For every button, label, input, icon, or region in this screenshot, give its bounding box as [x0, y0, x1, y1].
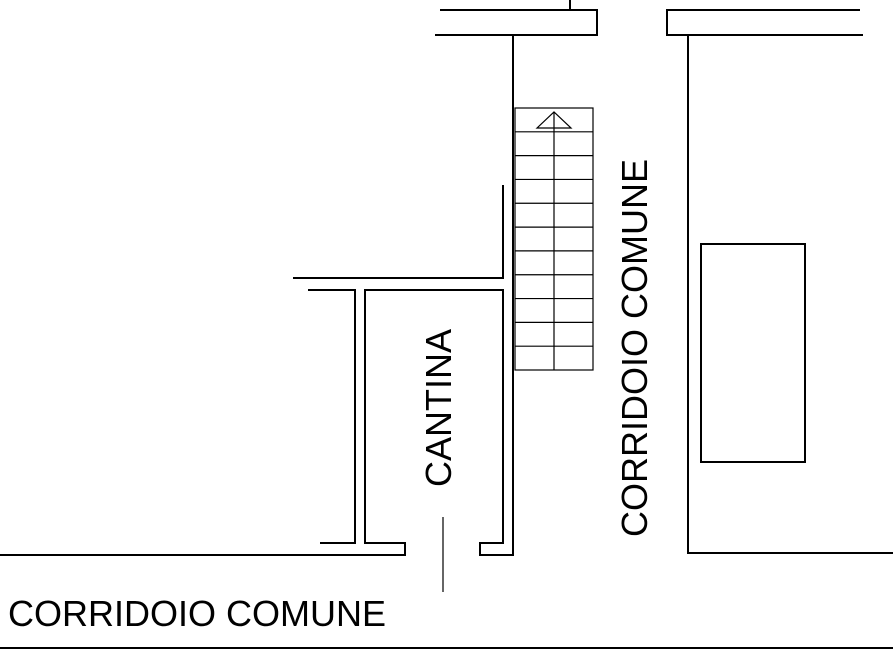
corridor-bottom-label: CORRIDOIO COMUNE [8, 593, 386, 634]
stair-arrow-head [535, 111, 573, 129]
corridor-vertical-label: CORRIDOIO COMUNE [614, 159, 655, 537]
top-walls [435, 0, 863, 36]
corridor-fixture [700, 243, 806, 463]
room-label: CANTINA [418, 329, 459, 487]
staircase [514, 107, 594, 371]
corridor-walls [0, 35, 893, 592]
